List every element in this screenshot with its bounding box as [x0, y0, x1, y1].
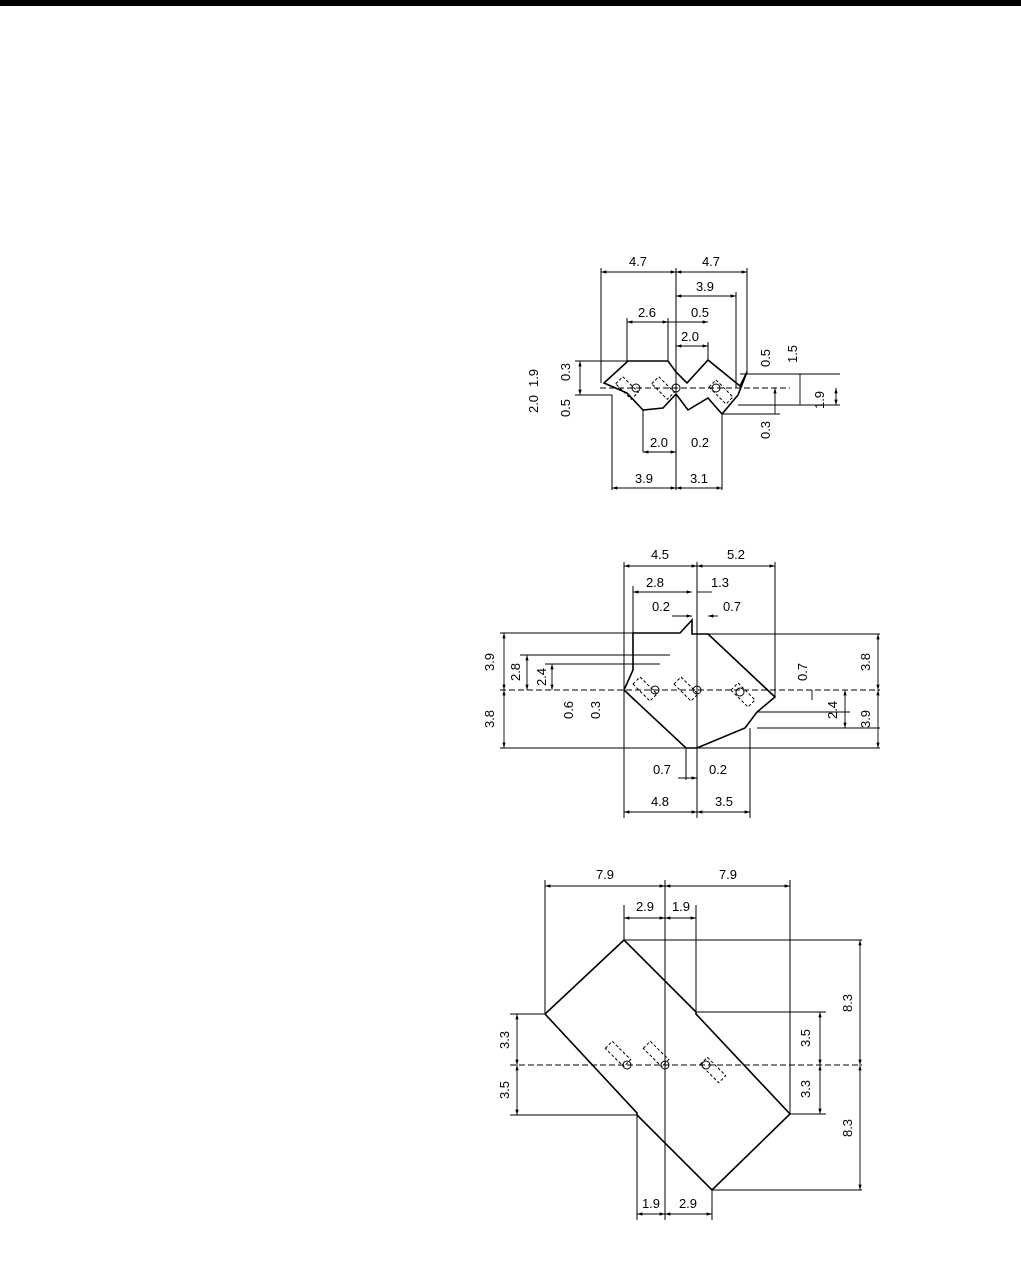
d2-top-6: 0.7 [723, 599, 741, 614]
d2-left-6: 0.3 [588, 701, 603, 719]
diagram-1: 4.7 4.7 3.9 2.6 0.5 2.0 1.9 0.3 2.0 0.5 … [526, 254, 840, 490]
d3-right-2: 3.3 [798, 1080, 813, 1098]
d2-top-1: 4.5 [651, 547, 669, 562]
d2-left-4: 3.8 [482, 710, 497, 728]
d2-left-3: 2.4 [534, 668, 549, 686]
d1-bottom-2: 0.2 [691, 435, 709, 450]
d3-right-4: 8.3 [840, 1119, 855, 1137]
diagram-2-outline [624, 620, 775, 748]
d1-right-4: 0.3 [758, 421, 773, 439]
d1-right-2: 1.5 [785, 345, 800, 363]
d1-left-4: 0.5 [558, 399, 573, 417]
d3-right-1: 3.5 [798, 1029, 813, 1047]
d1-top-2: 4.7 [702, 254, 720, 269]
d2-bottom-4: 3.5 [715, 794, 733, 809]
d2-left-5: 0.6 [561, 701, 576, 719]
d1-left-1: 1.9 [526, 369, 541, 387]
d3-top-1: 7.9 [596, 867, 614, 882]
d3-top-3: 2.9 [636, 899, 654, 914]
d2-right-3: 2.4 [825, 701, 840, 719]
d3-bottom-2: 2.9 [679, 1196, 697, 1211]
d1-bottom-3: 3.9 [635, 471, 653, 486]
d3-left-1: 3.3 [497, 1031, 512, 1049]
d2-top-2: 5.2 [727, 547, 745, 562]
d2-right-2: 3.8 [858, 653, 873, 671]
d1-left-2: 0.3 [558, 363, 573, 381]
d1-top-1: 4.7 [629, 254, 647, 269]
d1-top-6: 2.0 [681, 329, 699, 344]
d3-left-2: 3.5 [497, 1081, 512, 1099]
d2-top-5: 0.2 [652, 599, 670, 614]
d1-bottom-1: 2.0 [650, 435, 668, 450]
d2-bottom-2: 0.2 [709, 762, 727, 777]
d1-top-3: 3.9 [696, 279, 714, 294]
d1-right-3: 1.9 [812, 391, 827, 409]
d3-top-4: 1.9 [672, 899, 690, 914]
diagram-2: 4.5 5.2 2.8 1.3 0.2 0.7 3.9 2.8 2.4 3.8 … [482, 547, 880, 818]
d2-bottom-1: 0.7 [653, 762, 671, 777]
d2-top-3: 2.8 [646, 575, 664, 590]
d2-left-1: 3.9 [482, 653, 497, 671]
d1-top-5: 0.5 [691, 305, 709, 320]
d1-bottom-4: 3.1 [690, 471, 708, 486]
d1-right-1: 0.5 [758, 349, 773, 367]
d3-bottom-1: 1.9 [642, 1196, 660, 1211]
d1-top-4: 2.6 [638, 305, 656, 320]
d2-right-1: 0.7 [795, 663, 810, 681]
d2-top-4: 1.3 [711, 575, 729, 590]
d2-right-4: 3.9 [858, 710, 873, 728]
diagram-3: 7.9 7.9 2.9 1.9 3.3 3.5 3.5 3.3 8.3 8.3 … [497, 867, 862, 1220]
d3-top-2: 7.9 [719, 867, 737, 882]
d2-left-2: 2.8 [508, 663, 523, 681]
d3-right-3: 8.3 [840, 994, 855, 1012]
d2-bottom-3: 4.8 [651, 794, 669, 809]
d1-left-3: 2.0 [526, 395, 541, 413]
